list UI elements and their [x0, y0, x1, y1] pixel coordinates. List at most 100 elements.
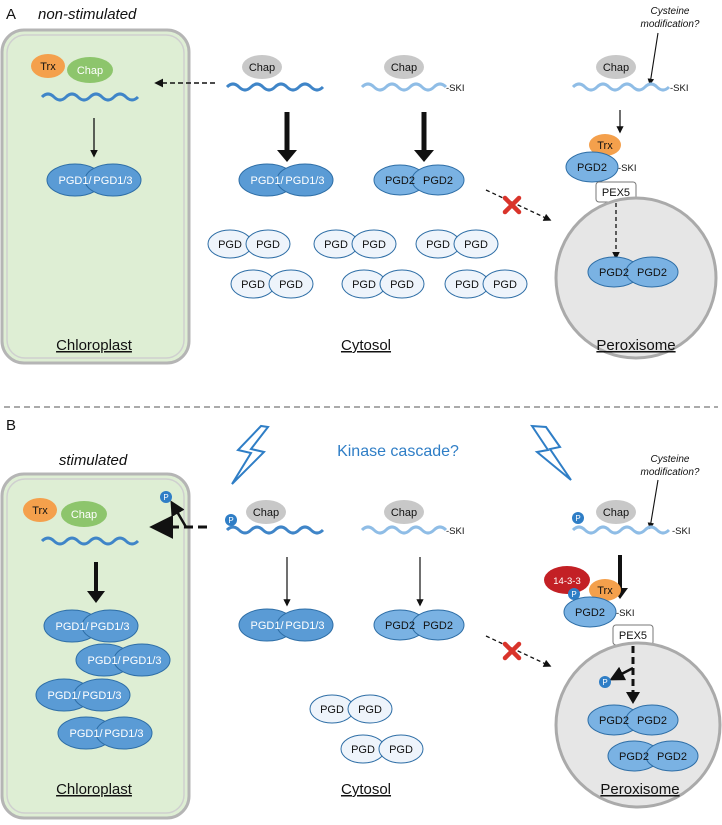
svg-text:PGD2: PGD2 [423, 175, 453, 187]
panel-b-letter: B [6, 417, 16, 434]
svg-text:PGD1/3: PGD1/3 [93, 175, 132, 187]
svg-text:P: P [163, 493, 168, 502]
svg-text:PGD: PGD [241, 279, 265, 291]
svg-text:PGD1/: PGD1/ [69, 728, 103, 740]
chain-pgd2-perox-b [571, 525, 671, 535]
kinase-label: Kinase cascade? [337, 443, 459, 460]
pgd2-dimer-perox-a: PGD2 PGD2 [587, 256, 679, 288]
svg-text:PGD1/3: PGD1/3 [122, 655, 161, 667]
svg-text:PGD1/: PGD1/ [55, 621, 89, 633]
svg-text:Chap: Chap [603, 507, 629, 519]
panel-a: A non-stimulated Chloroplast Trx Chap PG… [0, 6, 718, 365]
chloroplast-b-label: Chloroplast [56, 781, 133, 798]
svg-text:PEX5: PEX5 [602, 187, 630, 199]
svg-text:PGD: PGD [426, 239, 450, 251]
peroxisome-a-label: Peroxisome [596, 337, 675, 354]
svg-text:PGD2: PGD2 [637, 267, 667, 279]
svg-text:Trx: Trx [597, 140, 613, 152]
blocked-arrow-a [485, 189, 552, 221]
svg-text:PGD: PGD [358, 704, 382, 716]
cysteine-b-line1: Cysteine [651, 454, 690, 465]
pgd1-dimer-cytosol-a: PGD1/ PGD1/3 [238, 163, 334, 197]
svg-text:P: P [602, 678, 607, 687]
svg-text:PGD: PGD [362, 239, 386, 251]
svg-text:Trx: Trx [40, 61, 56, 73]
svg-text:-SKI: -SKI [446, 526, 464, 537]
cytosol-b-label: Cytosol [341, 781, 391, 798]
lightning-left-icon [231, 424, 270, 485]
svg-text:PGD2: PGD2 [575, 607, 605, 619]
svg-text:PGD: PGD [464, 239, 488, 251]
svg-text:PGD1/: PGD1/ [250, 620, 284, 632]
pgd2-dimer-cytosol-b: PGD2 PGD2 [373, 609, 465, 641]
svg-text:PGD2: PGD2 [577, 162, 607, 174]
svg-text:Chap: Chap [77, 65, 103, 77]
svg-text:-SKI: -SKI [618, 163, 636, 174]
svg-text:PGD2: PGD2 [385, 620, 415, 632]
svg-text:PGD2: PGD2 [423, 620, 453, 632]
svg-text:14-3-3: 14-3-3 [553, 576, 580, 587]
panel-a-state: non-stimulated [38, 6, 137, 23]
pgd1-dimers-chloroplast-b: PGD1/ PGD1/3 PGD1/ PGD1/3 PGD1/ PGD1/3 P… [35, 609, 171, 750]
pgd1-dimer-a: PGD1/ PGD1/3 [46, 163, 142, 197]
chain-pgd2-cytosol-a [360, 82, 448, 92]
svg-text:PGD2: PGD2 [599, 715, 629, 727]
svg-text:PGD: PGD [351, 744, 375, 756]
trx-icon [31, 54, 65, 78]
svg-text:P: P [228, 516, 233, 525]
svg-text:-SKI: -SKI [672, 526, 690, 537]
chain-pgd2-cytosol-b [360, 525, 448, 535]
chloroplast-a-label: Chloroplast [56, 337, 133, 354]
svg-text:PGD2: PGD2 [619, 751, 649, 763]
svg-text:P: P [575, 514, 580, 523]
blocked-arrow-b [485, 635, 552, 667]
svg-text:PGD: PGD [455, 279, 479, 291]
pgd2-dimers-perox-b: PGD2 PGD2 PGD2 PGD2 [587, 704, 699, 772]
svg-text:-SKI: -SKI [446, 83, 464, 94]
chain-pgd1-cytosol-b [225, 525, 325, 535]
svg-text:PGD: PGD [389, 744, 413, 756]
svg-text:PGD2: PGD2 [599, 267, 629, 279]
svg-text:PGD: PGD [256, 239, 280, 251]
cysteine-a-line2: modification? [641, 19, 700, 30]
pgd1-dimer-cytosol-b: PGD1/ PGD1/3 [238, 608, 334, 642]
cysteine-b-line2: modification? [641, 467, 700, 478]
pgd-dimers-cytosol-b: PGD PGD PGD PGD [309, 694, 424, 764]
cysteine-a-line1: Cysteine [651, 6, 690, 17]
svg-text:PGD2: PGD2 [385, 175, 415, 187]
svg-text:PGD1/: PGD1/ [87, 655, 121, 667]
svg-text:PEX5: PEX5 [619, 630, 647, 642]
svg-text:PGD: PGD [352, 279, 376, 291]
svg-text:PGD1/3: PGD1/3 [285, 175, 324, 187]
panel-b: B stimulated Kinase cascade? Chloroplast… [0, 417, 722, 820]
pgd2-monomer-b [563, 596, 617, 628]
svg-text:Trx: Trx [597, 585, 613, 597]
svg-text:PGD1/3: PGD1/3 [104, 728, 143, 740]
svg-text:PGD: PGD [324, 239, 348, 251]
svg-text:PGD: PGD [390, 279, 414, 291]
svg-text:PGD1/: PGD1/ [250, 175, 284, 187]
chap-icon [67, 57, 113, 83]
peroxisome-b-label: Peroxisome [600, 781, 679, 798]
phosphate-icon [160, 491, 172, 503]
chain-pgd2-perox-a [571, 82, 671, 92]
p1433-icon [544, 566, 590, 594]
svg-text:P: P [571, 590, 576, 599]
svg-text:-SKI: -SKI [616, 608, 634, 619]
svg-text:Chap: Chap [253, 507, 279, 519]
svg-text:PGD1/: PGD1/ [47, 690, 81, 702]
svg-text:Chap: Chap [603, 62, 629, 74]
svg-text:Chap: Chap [391, 507, 417, 519]
cytosol-a-label: Cytosol [341, 337, 391, 354]
chain-pgd1-cytosol-a [225, 82, 325, 92]
svg-text:Chap: Chap [71, 509, 97, 521]
svg-text:PGD1/3: PGD1/3 [82, 690, 121, 702]
chain-chloroplast-b [40, 536, 140, 546]
svg-text:Chap: Chap [391, 62, 417, 74]
svg-text:PGD1/3: PGD1/3 [90, 621, 129, 633]
svg-text:-SKI: -SKI [670, 83, 688, 94]
panel-b-state: stimulated [59, 452, 128, 469]
lightning-right-icon [530, 424, 572, 481]
pgd-dimers-cytosol-a: PGD PGD PGD PGD PGD PGD PGD PGD [207, 229, 528, 299]
pgd2-dimer-cytosol-a: PGD2 PGD2 [373, 164, 465, 196]
